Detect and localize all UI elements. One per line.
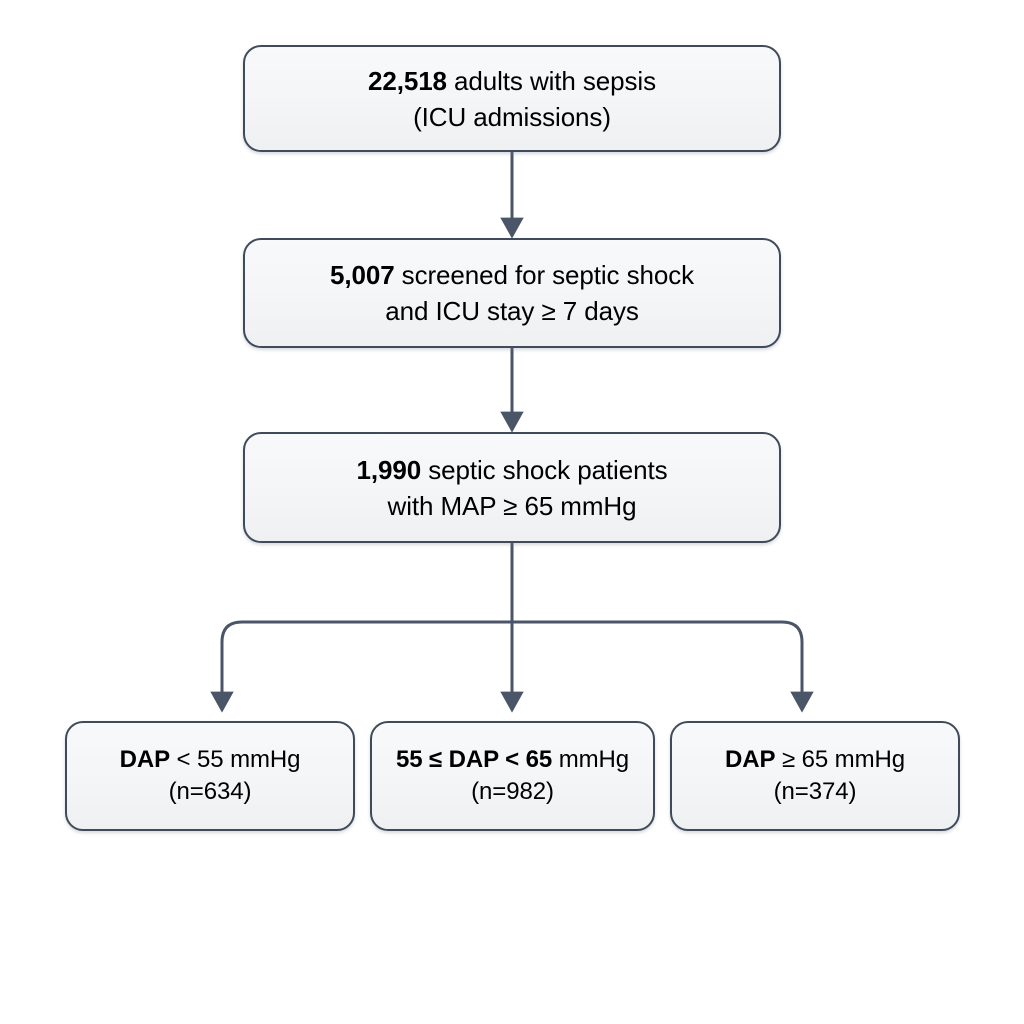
node-shock-screening: 5,007 screened for septic shock and ICU … bbox=[243, 238, 781, 348]
node-dap-mid: 55 ≤ DAP < 65 mmHg (n=982) bbox=[370, 721, 655, 831]
node-shock-screening-count: 5,007 bbox=[329, 260, 395, 290]
node-dap-high-count: (n=374) bbox=[773, 778, 857, 805]
split-bar-left-leg bbox=[210, 620, 512, 713]
node-shock-screening-line2: and ICU stay ≥ 7 days bbox=[385, 296, 639, 326]
node-dap-low-line1-rest: < 55 mmHg bbox=[169, 746, 301, 773]
node-dap-mid-line1: 55 ≤ DAP < 65 mmHg bbox=[396, 744, 629, 776]
node-dap-mid-count: (n=982) bbox=[471, 778, 554, 805]
node-map-cohort-line1-rest: septic shock patients bbox=[421, 454, 668, 485]
node-dap-high-line1: DAP ≥ 65 mmHg bbox=[725, 744, 905, 776]
node-screened-cohort: 22,518 adults with sepsis (ICU admission… bbox=[243, 45, 781, 152]
node-dap-low-count: (n=634) bbox=[168, 778, 252, 805]
node-dap-mid-label: 55 ≤ DAP < 65 bbox=[395, 746, 553, 773]
node-dap-low-line1: DAP < 55 mmHg bbox=[120, 744, 301, 776]
node-map-cohort-line1: 1,990 septic shock patients bbox=[357, 453, 668, 487]
node-screened-cohort-line1: 22,518 adults with sepsis bbox=[368, 64, 656, 98]
split-bar-right-leg bbox=[512, 620, 814, 713]
node-shock-screening-line1-rest: screened for septic shock bbox=[394, 260, 694, 290]
node-dap-mid-line1-rest: mmHg bbox=[552, 746, 630, 773]
node-shock-screening-line1: 5,007 screened for septic shock bbox=[330, 258, 694, 292]
node-dap-low: DAP < 55 mmHg (n=634) bbox=[65, 721, 355, 831]
node-dap-high: DAP ≥ 65 mmHg (n=374) bbox=[670, 721, 960, 831]
node-dap-low-label: DAP bbox=[119, 746, 170, 773]
node-screened-cohort-count: 22,518 bbox=[367, 65, 447, 96]
node-map-cohort-line2: with MAP ≥ 65 mmHg bbox=[387, 490, 637, 521]
node-map-cohort-count: 1,990 bbox=[356, 454, 422, 485]
node-dap-high-line1-rest: ≥ 65 mmHg bbox=[775, 746, 905, 773]
node-map-cohort: 1,990 septic shock patients with MAP ≥ 6… bbox=[243, 432, 781, 543]
node-screened-cohort-line2: (ICU admissions) bbox=[413, 101, 611, 132]
node-dap-high-label: DAP bbox=[725, 746, 776, 773]
node-screened-cohort-line1-rest: adults with sepsis bbox=[446, 65, 657, 96]
